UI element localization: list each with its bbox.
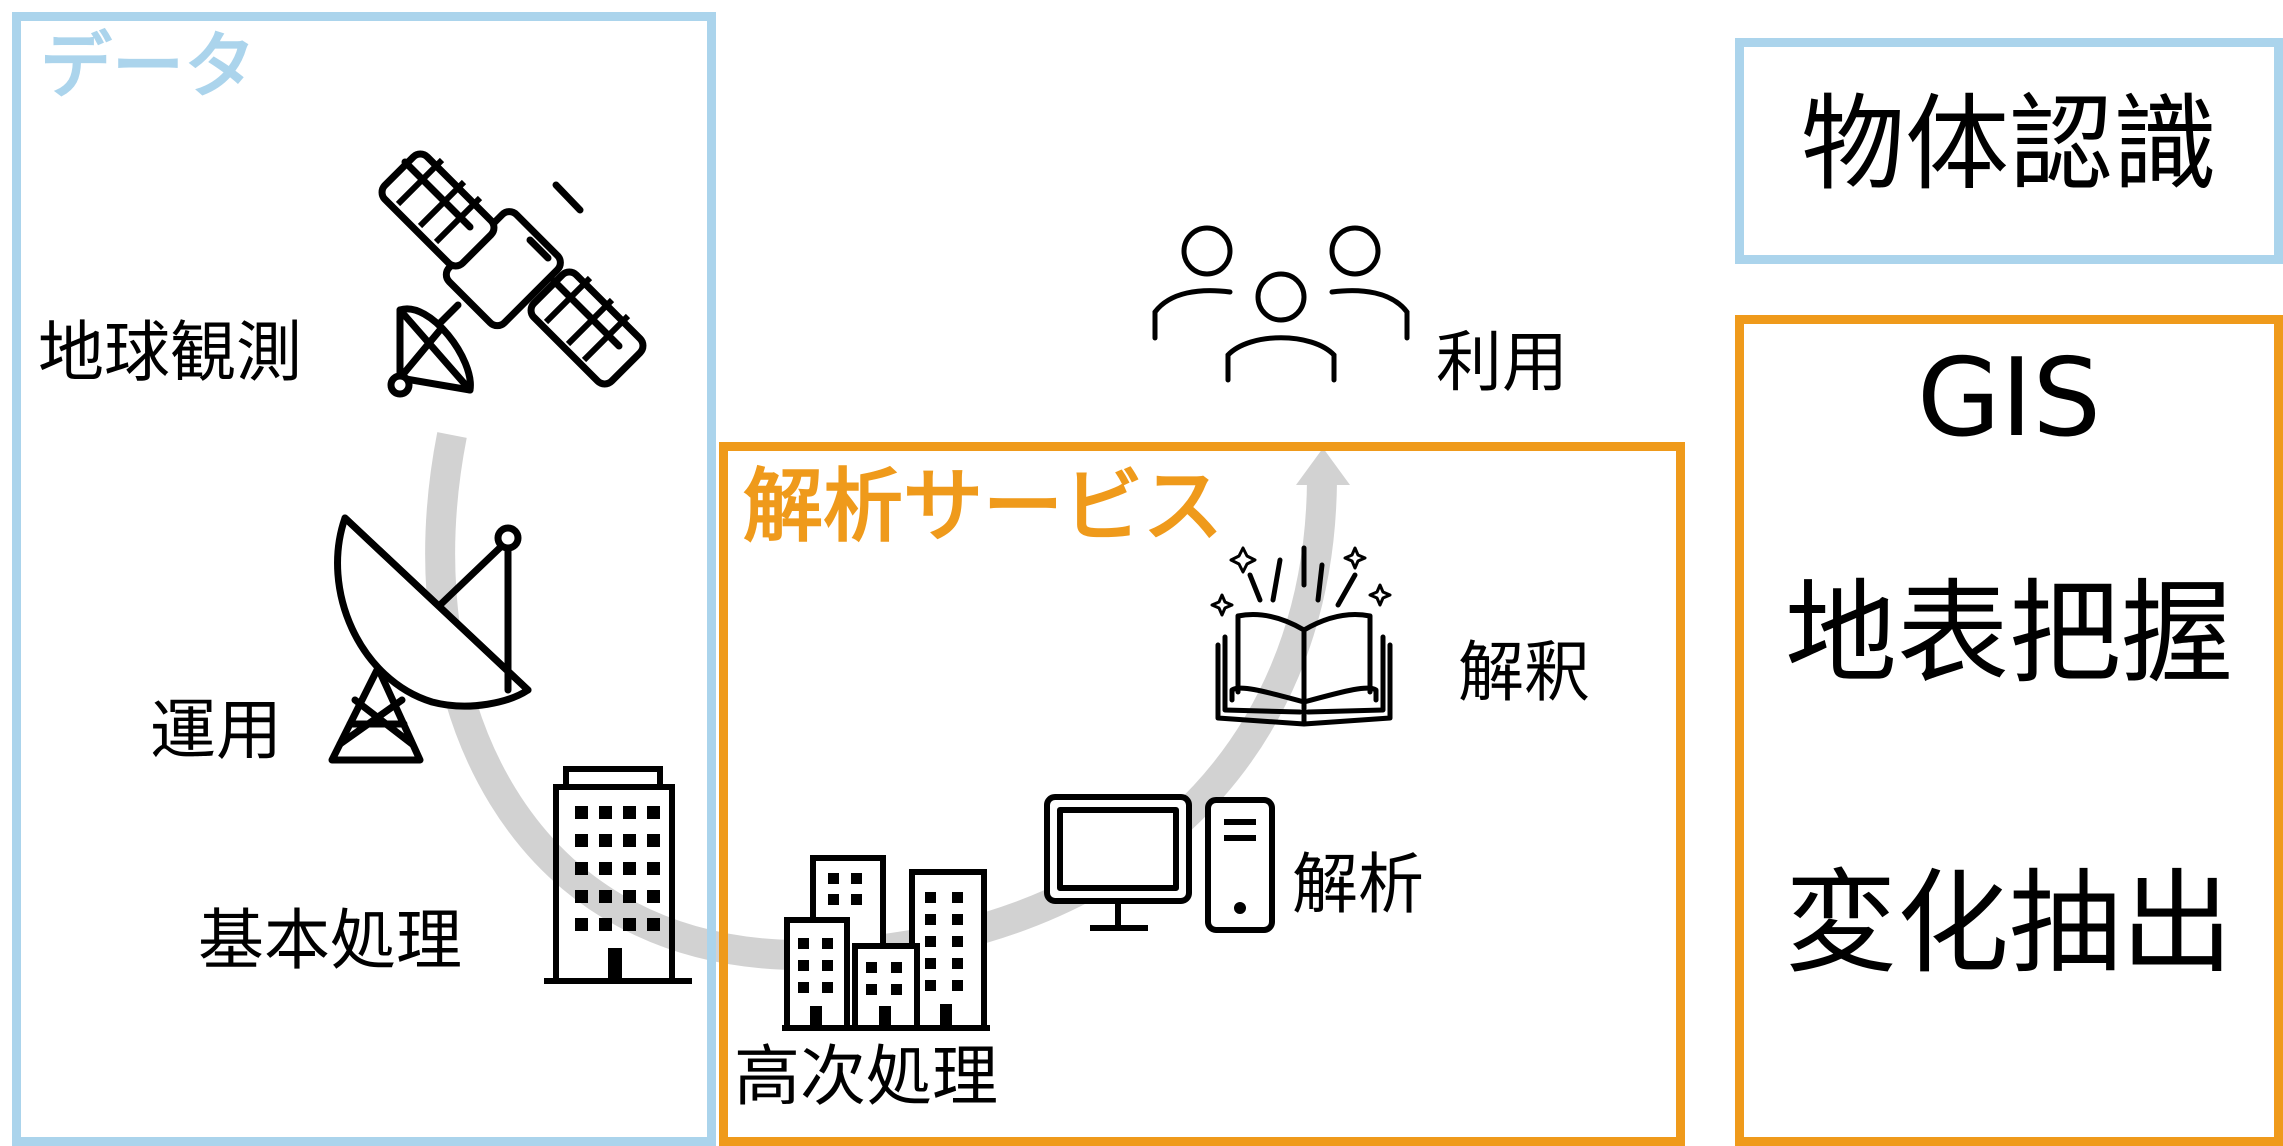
satellite-panel-grid [395, 157, 631, 363]
desktop-computer-icon [1044, 794, 1275, 933]
interpretation-label: 解釈 [1458, 634, 1590, 711]
analysis-section-title: 解析サービス [743, 460, 1223, 553]
office-building-icon [544, 766, 692, 984]
change-extraction-label: 変化抽出 [1785, 859, 2233, 989]
data-section-title: データ [40, 24, 257, 108]
higher-processing-label: 高次処理 [734, 1038, 998, 1115]
basic-processing-label: 基本処理 [198, 902, 462, 979]
open-book-icon [1210, 545, 1393, 727]
object-recognition-box [1735, 38, 2283, 264]
gis-label: GIS [1916, 336, 2102, 461]
city-buildings-icon [782, 855, 990, 1031]
object-recognition-label: 物体認識 [1800, 83, 2217, 205]
data-section-box [12, 12, 716, 1146]
surface-understanding-label: 地表把握 [1785, 569, 2233, 699]
users-group-icon [1152, 225, 1410, 383]
gis-panel-box [1735, 315, 2283, 1146]
usage-label: 利用 [1436, 324, 1568, 401]
analysis-service-box [719, 442, 1685, 1146]
satellite-dish-icon [328, 514, 532, 764]
earth-observation-label: 地球観測 [38, 314, 302, 391]
analysis-label: 解析 [1292, 846, 1424, 923]
operation-label: 運用 [150, 692, 282, 769]
